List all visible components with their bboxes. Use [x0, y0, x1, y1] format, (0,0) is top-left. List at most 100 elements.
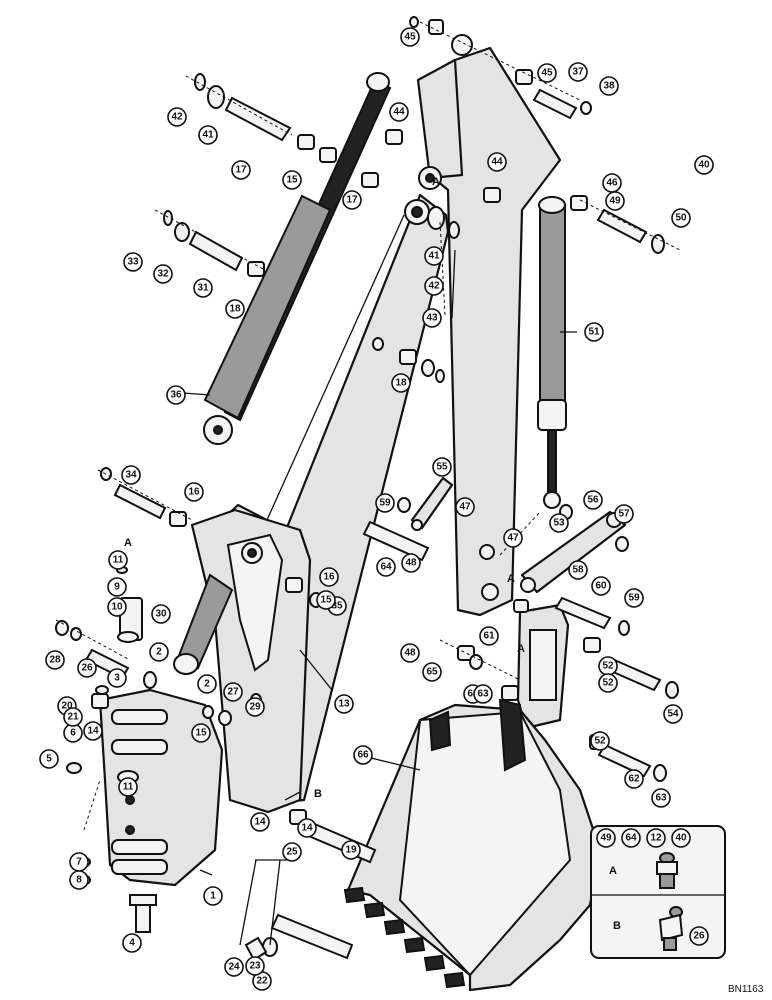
callout-number: 14	[254, 817, 266, 828]
callout-15: 15	[282, 170, 302, 190]
callout-15: 15	[316, 590, 336, 610]
callout-38: 38	[599, 76, 619, 96]
callout-8: 8	[69, 870, 89, 890]
callout-42: 42	[167, 107, 187, 127]
callout-number: 48	[405, 558, 417, 569]
letter-markers: A A A A B	[124, 176, 525, 800]
callout-number: 18	[229, 304, 241, 315]
callout-number: 13	[338, 699, 350, 710]
callout-63: 63	[651, 788, 671, 808]
callout-2: 2	[149, 642, 169, 662]
callout-number: 17	[235, 165, 247, 176]
marker-b: B	[314, 788, 322, 800]
callout-66: 66	[353, 745, 373, 765]
callout-1: 1	[203, 886, 223, 906]
callout-30: 30	[151, 604, 171, 624]
callout-number: 59	[628, 593, 640, 604]
callout-number: 28	[49, 655, 61, 666]
callout-number: 11	[113, 555, 124, 566]
callout-number: 65	[426, 667, 438, 678]
callout-11: 11	[118, 777, 138, 797]
callout-26: 26	[77, 658, 97, 678]
callout-number: 16	[323, 572, 335, 583]
callout-number: 48	[404, 648, 416, 659]
bucket	[343, 698, 602, 992]
callout-50: 50	[671, 208, 691, 228]
callout-number: 20	[61, 701, 73, 712]
callout-number: 32	[157, 269, 169, 280]
callout-54: 54	[663, 704, 683, 724]
callout-number: 29	[249, 702, 261, 713]
callout-33: 33	[123, 252, 143, 272]
callout-number: 45	[404, 32, 416, 43]
marker-a-1: A	[124, 537, 132, 549]
callout-number: 15	[320, 595, 332, 606]
callout-number: 61	[483, 631, 495, 642]
callout-14: 14	[83, 721, 103, 741]
callout-layer: 1223456789101111131414151516161717181819…	[39, 27, 714, 991]
callout-number: 63	[477, 689, 489, 700]
callout-65: 65	[422, 662, 442, 682]
callout-number: 36	[170, 390, 182, 401]
callout-14: 14	[297, 818, 317, 838]
callout-number: 55	[436, 462, 448, 473]
callout-32: 32	[153, 264, 173, 284]
callout-number: 57	[618, 509, 630, 520]
callout-number: 14	[87, 726, 99, 737]
callout-number: 27	[227, 687, 239, 698]
dipper-cylinder	[537, 196, 567, 509]
leader-lines	[55, 21, 681, 946]
callout-number: 42	[171, 112, 183, 123]
callout-number: 10	[111, 602, 123, 613]
callout-13: 13	[334, 694, 354, 714]
callout-number: 46	[606, 178, 618, 189]
callout-number: 24	[228, 962, 240, 973]
callout-53: 53	[549, 513, 569, 533]
swing-cylinder	[173, 573, 234, 675]
callout-number: 50	[675, 213, 687, 224]
callout-21: 21	[63, 707, 83, 727]
inset-label-b: B	[613, 920, 621, 932]
callout-48: 48	[400, 643, 420, 663]
callout-40: 40	[694, 155, 714, 175]
callout-number: 7	[76, 857, 82, 868]
callout-number: 60	[595, 581, 607, 592]
callout-number: 47	[507, 533, 519, 544]
bucket-links	[410, 476, 627, 730]
callout-number: 44	[491, 157, 503, 168]
kingpost-casting	[98, 688, 224, 887]
callout-31: 31	[193, 278, 213, 298]
callout-16: 16	[319, 567, 339, 587]
callout-23: 23	[245, 956, 265, 976]
callout-number: 33	[127, 257, 139, 268]
grease-fitting-a-icon	[656, 852, 678, 889]
callout-number: 42	[428, 281, 440, 292]
callout-4: 4	[122, 933, 142, 953]
svg-text:26: 26	[693, 931, 705, 942]
callout-55: 55	[432, 457, 452, 477]
callout-18: 18	[391, 373, 411, 393]
callout-24: 24	[224, 957, 244, 977]
callout-number: 56	[587, 495, 599, 506]
callout-18: 18	[225, 299, 245, 319]
callout-36: 36	[166, 385, 186, 405]
marker-a-4: A	[517, 643, 525, 655]
callout-number: 18	[395, 378, 407, 389]
callout-47: 47	[503, 528, 523, 548]
callout-45: 45	[400, 27, 420, 47]
callout-number: 44	[393, 107, 405, 118]
callout-61: 61	[479, 626, 499, 646]
callout-number: 17	[346, 195, 358, 206]
bushings	[91, 19, 607, 825]
callout-52: 52	[590, 731, 610, 751]
callout-56: 56	[583, 490, 603, 510]
callout-5: 5	[39, 749, 59, 769]
callout-3: 3	[107, 668, 127, 688]
callout-number: 31	[197, 283, 209, 294]
callout-number: 16	[188, 487, 200, 498]
callout-number: 37	[572, 67, 584, 78]
callout-17: 17	[342, 190, 362, 210]
callout-44: 44	[389, 102, 409, 122]
callout-44: 44	[487, 152, 507, 172]
callout-7: 7	[69, 852, 89, 872]
